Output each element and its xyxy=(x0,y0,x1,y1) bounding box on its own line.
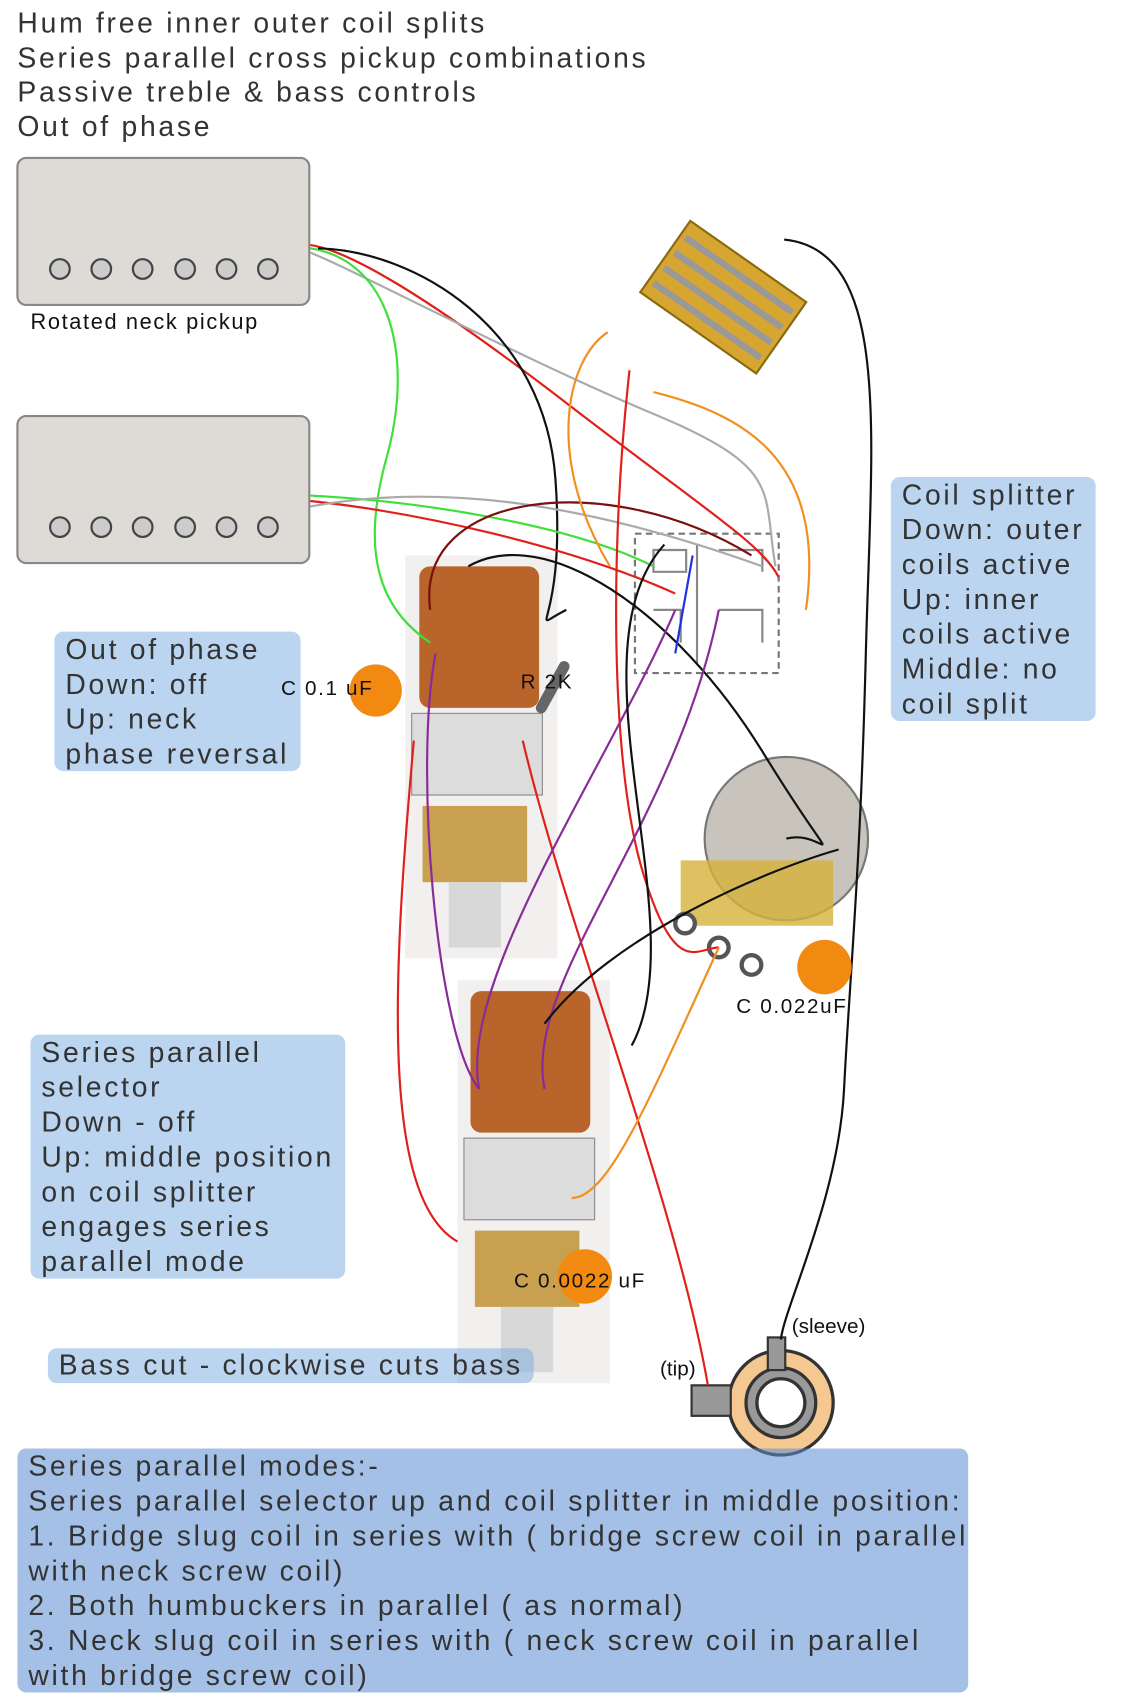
coil-splitter-switch xyxy=(633,532,780,675)
bridge-pickup xyxy=(16,414,311,565)
coil-splitter-note: Coil splitter Down: outer coils active U… xyxy=(890,477,1096,721)
note-line: Up: middle position xyxy=(41,1140,334,1173)
note-line: coil split xyxy=(901,687,1030,720)
neck-pickup-label: Rotated neck pickup xyxy=(30,310,259,335)
series-parallel-modes-note: Series parallel modes:- Series parallel … xyxy=(17,1448,969,1693)
capacitor-0.1uf xyxy=(349,664,402,717)
treble-pot xyxy=(673,755,870,977)
capacitor-0.022uf-label: C 0.022uF xyxy=(736,995,848,1019)
note-line: Out of phase xyxy=(65,632,261,666)
note-line: 2. Both humbuckers in parallel ( as norm… xyxy=(28,1588,686,1622)
note-line: Up: inner xyxy=(901,582,1042,616)
header-line: Hum free inner outer coil splits xyxy=(17,6,487,40)
note-line: 1. Bridge slug coil in series with ( bri… xyxy=(28,1519,969,1552)
note-line: Series parallel xyxy=(41,1035,262,1069)
note-line: coils active xyxy=(901,617,1073,651)
note-line: phase reversal xyxy=(65,737,290,770)
resistor-2k xyxy=(535,661,570,714)
out-of-phase-note: Out of phase Down: off Up: neck phase re… xyxy=(54,631,301,772)
jack-tip-label: (tip) xyxy=(659,1358,696,1381)
note-line: Middle: no xyxy=(901,652,1060,686)
series-parallel-note: Series parallel selector Down - off Up: … xyxy=(30,1034,345,1279)
push-pull-pot-2 xyxy=(457,980,610,1384)
wires xyxy=(309,238,873,1386)
jack-sleeve-label: (sleeve) xyxy=(791,1315,866,1339)
capacitor-0.0022uf xyxy=(557,1249,613,1304)
note-line: Up: neck xyxy=(65,702,199,736)
neck-pickup xyxy=(16,156,311,307)
bass-cut-note: Bass cut - clockwise cuts bass xyxy=(47,1348,534,1383)
header-line: Series parallel cross pickup combination… xyxy=(17,40,649,74)
note-line: with bridge screw coil) xyxy=(28,1658,370,1692)
capacitor-0.1uf-label: C 0.1 uF xyxy=(280,677,374,701)
note-line: Series parallel selector up and coil spl… xyxy=(28,1484,963,1518)
note-line: Down - off xyxy=(41,1105,198,1139)
note-line: coils active xyxy=(901,547,1073,581)
output-jack xyxy=(690,1336,835,1457)
note-line: on coil splitter xyxy=(41,1175,259,1208)
note-line: parallel mode xyxy=(41,1244,247,1278)
resistor-label: R 2K xyxy=(520,670,574,694)
capacitor-0.022uf xyxy=(797,939,852,995)
header-line: Out of phase xyxy=(17,109,213,143)
header-line: Passive treble & bass controls xyxy=(17,75,479,108)
capacitor-0.0022uf-label: C 0.0022 uF xyxy=(514,1269,646,1293)
note-line: Down: outer xyxy=(901,512,1085,546)
note-line: Down: off xyxy=(65,667,209,701)
note-line: selector xyxy=(41,1070,163,1104)
note-line: engages series xyxy=(41,1209,272,1243)
note-line: 3. Neck slug coil in series with ( neck … xyxy=(28,1623,922,1657)
header: Hum free inner outer coil splits Series … xyxy=(17,7,648,144)
note-line: Series parallel modes:- xyxy=(28,1449,381,1483)
note-line: with neck screw coil) xyxy=(28,1554,346,1587)
note-line: Coil splitter xyxy=(901,478,1078,511)
coil-split-toggle xyxy=(638,219,808,375)
